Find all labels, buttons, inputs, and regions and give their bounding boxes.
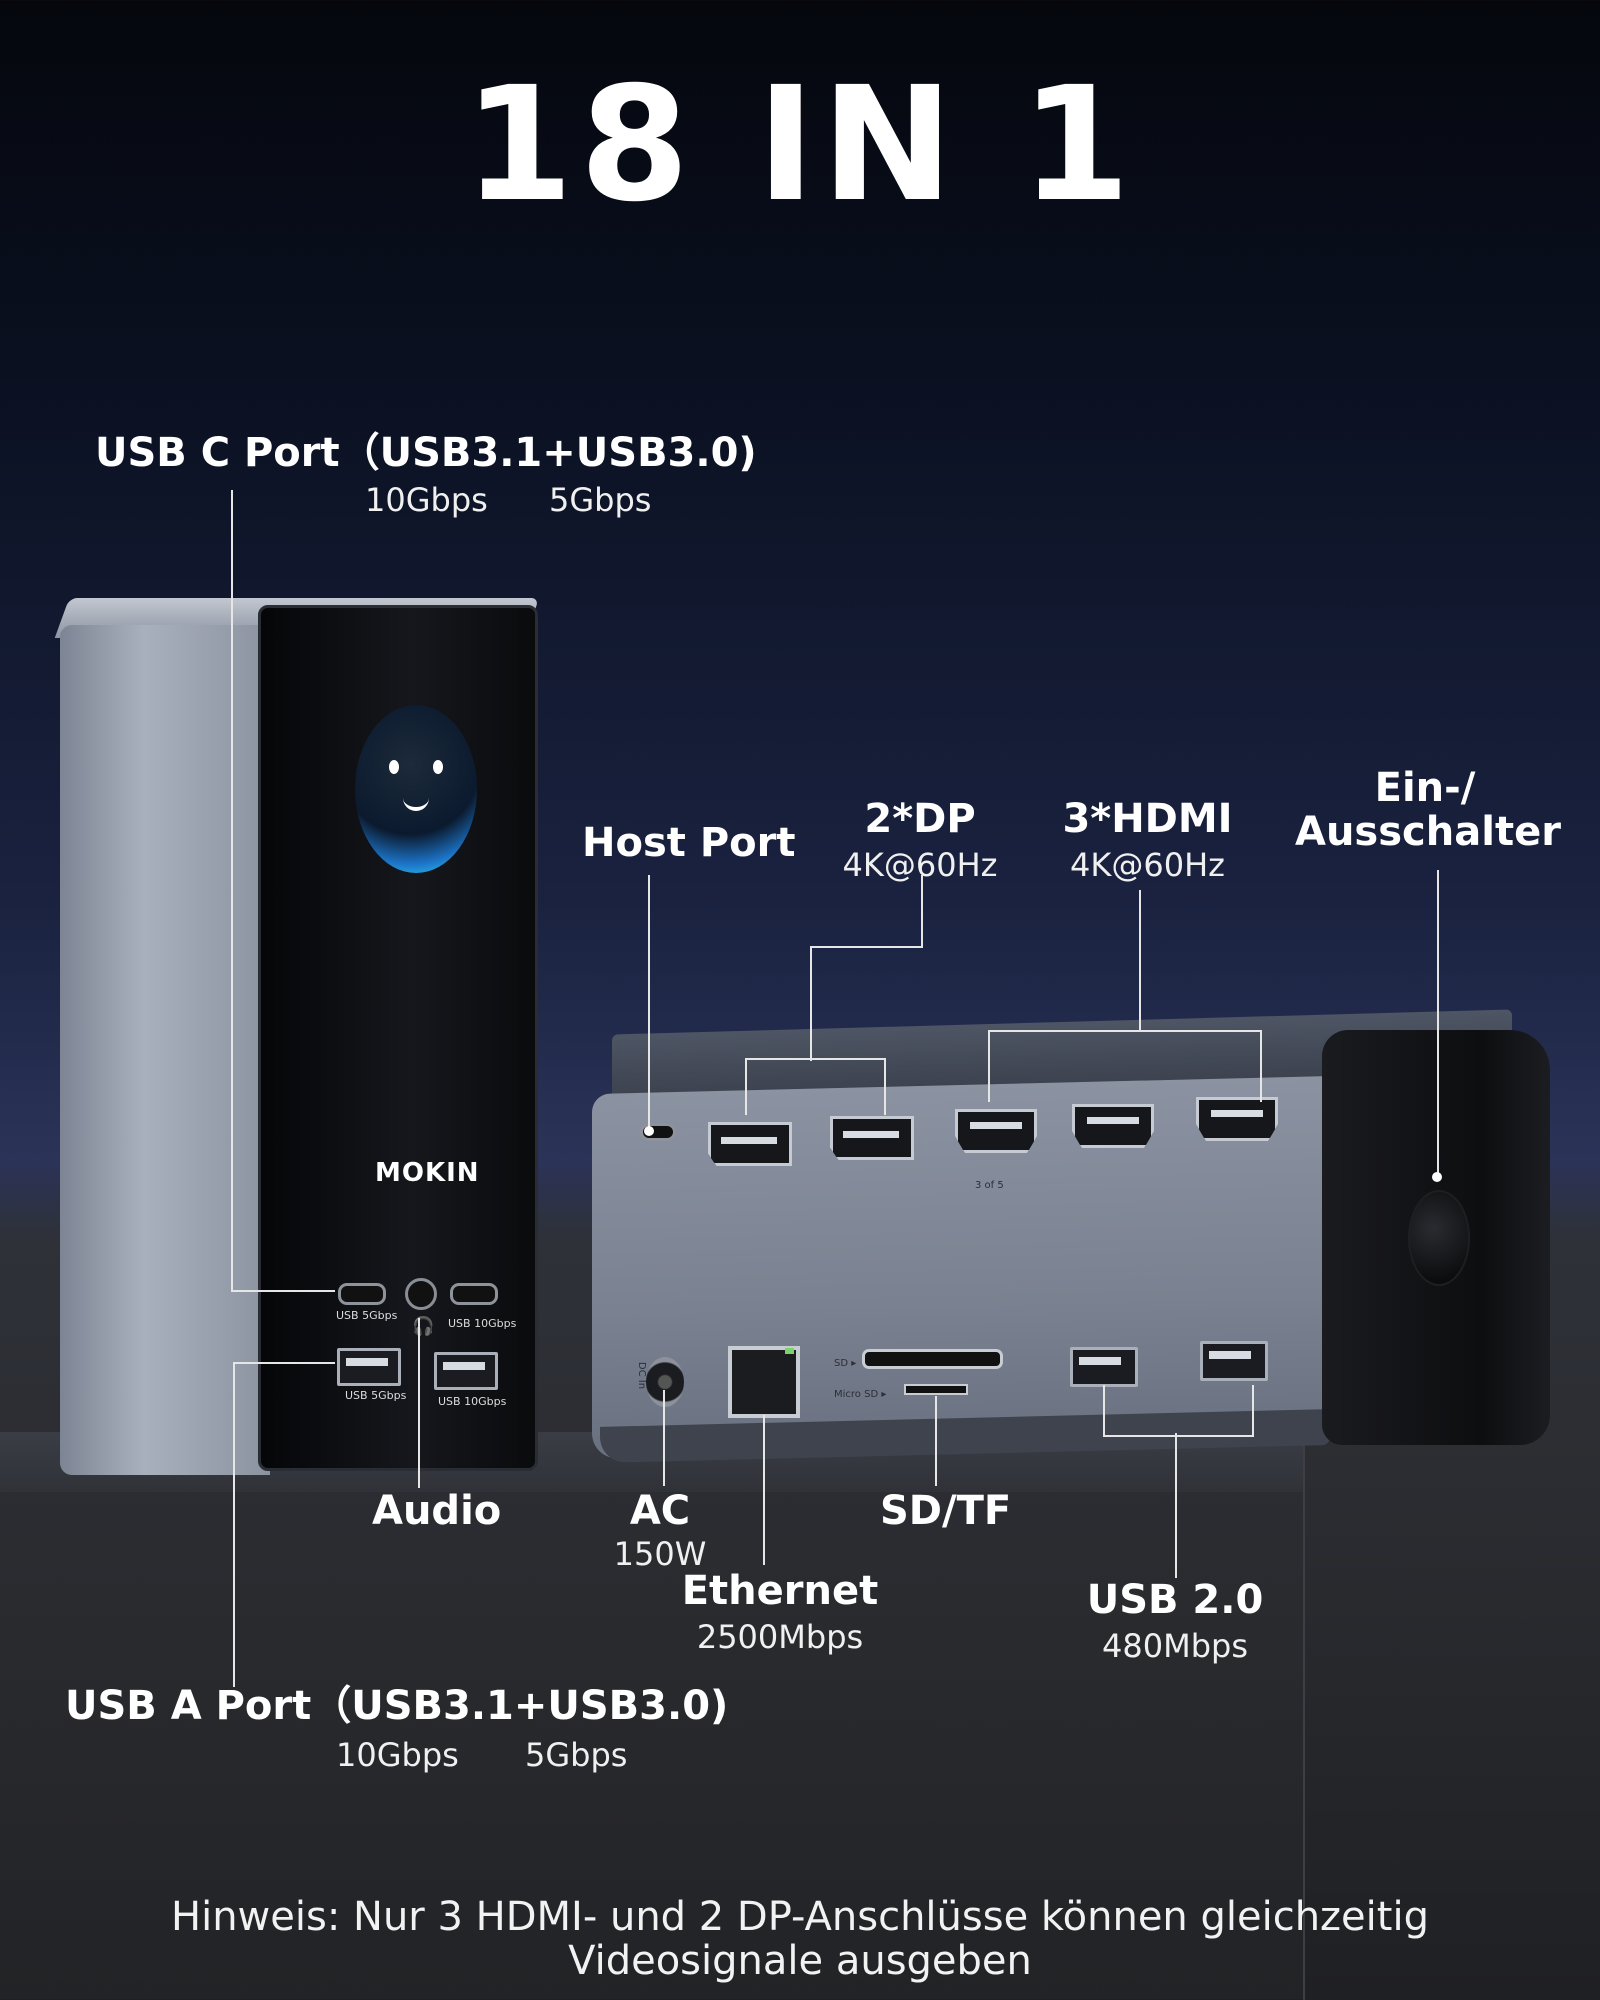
usb-c-speed-10gbps: 10Gbps — [365, 481, 488, 519]
power-callout-line — [1437, 870, 1439, 1180]
micro-sd-slot — [904, 1384, 968, 1395]
smiley-face-display — [355, 705, 477, 873]
dp-bracket — [745, 1058, 886, 1115]
usb-a-callout-tick — [233, 1362, 335, 1364]
sd-tf-callout-line — [935, 1396, 937, 1486]
hdmi-port-3 — [1196, 1097, 1278, 1141]
dp-port-1 — [708, 1122, 792, 1166]
usb-a-port-title: USB A Port（USB3.1+USB3.0) — [65, 1683, 729, 1729]
usb2-callout-line — [1175, 1433, 1177, 1578]
footnote-line-1: Hinweis: Nur 3 HDMI- und 2 DP-Anschlüsse… — [171, 1894, 1429, 1940]
tower-front-panel — [258, 605, 538, 1471]
sd-slot-label: SD ▸ — [834, 1358, 857, 1369]
front-usb-c-5gbps-label: USB 5Gbps — [336, 1309, 398, 1322]
usb-c-callout-tick — [231, 1290, 335, 1292]
host-port-title: Host Port — [582, 820, 796, 866]
dp-title: 2*DP — [864, 796, 976, 842]
dp-callout-h — [810, 946, 922, 948]
usb2-title: USB 2.0 — [1086, 1577, 1264, 1623]
front-usb-a-5gbps-label: USB 5Gbps — [345, 1389, 407, 1402]
power-switch-title-1: Ein-/ — [1374, 765, 1476, 811]
platform-step — [1303, 1430, 1600, 2000]
hdmi-callout-line — [1139, 890, 1141, 1032]
footnote: Hinweis: Nur 3 HDMI- und 2 DP-Anschlüsse… — [0, 1895, 1600, 1983]
usb-a-speed-10gbps: 10Gbps — [336, 1736, 459, 1774]
headphone-icon: 🎧 — [412, 1316, 435, 1337]
front-usb-a-5gbps-port — [337, 1348, 401, 1386]
dp-spec: 4K@60Hz — [842, 846, 998, 884]
ethernet-callout-line — [763, 1415, 765, 1565]
host-port-callout-line — [648, 875, 650, 1130]
ac-spec: 150W — [613, 1535, 707, 1573]
usb2-port-1 — [1070, 1347, 1138, 1387]
host-port-callout-dot — [644, 1126, 654, 1136]
sd-card-slot — [862, 1349, 1003, 1369]
usb-a-speed-5gbps: 5Gbps — [525, 1736, 628, 1774]
dp-callout-v — [810, 946, 812, 1061]
usb-c-port-title: USB C Port（USB3.1+USB3.0) — [95, 430, 757, 476]
hdmi-bracket — [988, 1030, 1262, 1102]
dp-callout-line — [921, 875, 923, 948]
headline: 18 IN 1 — [463, 53, 1137, 237]
usb-c-speed-5gbps: 5Gbps — [549, 481, 652, 519]
ethernet-title: Ethernet — [681, 1568, 879, 1614]
power-switch-title-2: Ausschalter — [1295, 809, 1561, 855]
audio-callout-line — [418, 1318, 420, 1488]
dc-in-port — [646, 1357, 684, 1407]
front-usb-c-10gbps-label: USB 10Gbps — [448, 1317, 517, 1330]
micro-sd-slot-label: Micro SD ▸ — [834, 1389, 887, 1400]
usb2-spec: 480Mbps — [1102, 1627, 1248, 1665]
left-eye-icon — [389, 760, 399, 774]
right-eye-icon — [433, 760, 443, 774]
audio-title: Audio — [372, 1488, 502, 1534]
ethernet-spec: 2500Mbps — [696, 1618, 864, 1656]
front-usb-c-5gbps-port — [338, 1283, 386, 1305]
audio-jack-port — [405, 1278, 437, 1310]
ac-callout-line — [663, 1390, 665, 1486]
smile-icon — [403, 795, 429, 811]
ports-note-label: 3 of 5 — [975, 1180, 1004, 1191]
hdmi-port-2 — [1072, 1104, 1154, 1148]
usb2-bracket — [1103, 1385, 1254, 1437]
hdmi-port-1 — [955, 1109, 1037, 1153]
footnote-line-2: Videosignale ausgeben — [568, 1938, 1032, 1984]
ethernet-port — [728, 1346, 800, 1418]
power-callout-dot — [1432, 1172, 1442, 1182]
sd-tf-title: SD/TF — [880, 1488, 1012, 1534]
power-button — [1408, 1190, 1470, 1286]
dp-port-2 — [830, 1116, 914, 1160]
usb-a-callout-line — [233, 1362, 235, 1687]
front-usb-a-10gbps-port — [434, 1352, 498, 1390]
brand-logo: MOKIN — [375, 1158, 480, 1188]
dc-in-label: DC In — [636, 1361, 648, 1390]
usb2-port-2 — [1200, 1341, 1268, 1381]
ac-title: AC — [629, 1488, 691, 1534]
usb-c-callout-line — [231, 490, 233, 1290]
hdmi-title: 3*HDMI — [1062, 796, 1233, 842]
front-usb-c-10gbps-port — [450, 1283, 498, 1305]
front-usb-a-10gbps-label: USB 10Gbps — [438, 1395, 507, 1408]
hdmi-spec: 4K@60Hz — [1070, 846, 1225, 884]
tower-side-panel — [60, 625, 270, 1475]
